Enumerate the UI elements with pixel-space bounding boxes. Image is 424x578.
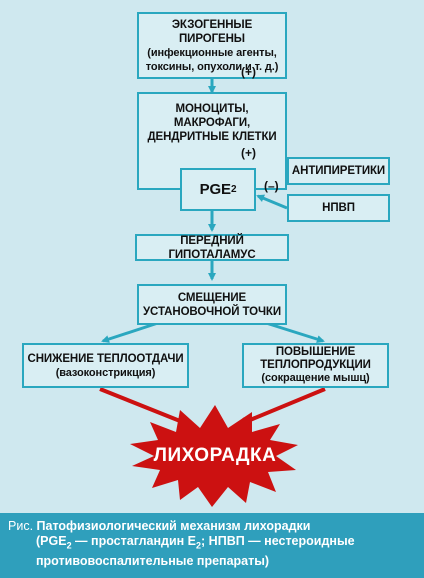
box-antipyretics: АНТИПИРЕТИКИ bbox=[287, 157, 390, 185]
box-heat-loss-reduction: СНИЖЕНИЕ ТЕПЛООТДАЧИ (вазоконстрикция) bbox=[22, 343, 189, 388]
arrow-heatprod-to-fever bbox=[236, 387, 326, 427]
pyrogens-detail-2: токсины, опухоли и т. д.) bbox=[145, 60, 279, 73]
minus-sign: (–) bbox=[264, 179, 279, 193]
setpoint-line-2: УСТАНОВОЧНОЙ ТОЧКИ bbox=[142, 305, 282, 318]
caption-note-line2: противовоспалительные препараты) bbox=[36, 553, 270, 568]
heatprod-line-2: ТЕПЛОПРОДУКЦИИ bbox=[260, 359, 371, 371]
pyrogens-title: ЭКЗОГЕННЫЕ ПИРОГЕНЫ bbox=[171, 18, 253, 45]
heatprod-line-3: (сокращение мышц) bbox=[261, 372, 370, 384]
antipyretics-label: АНТИПИРЕТИКИ bbox=[291, 165, 386, 177]
figure-caption: Рис. Патофизиологический механизм лихора… bbox=[0, 513, 424, 578]
arrow-heatloss-to-fever bbox=[99, 387, 192, 427]
arrow-setpoint-to-heatloss bbox=[101, 321, 159, 343]
cells-line-1: МОНОЦИТЫ, МАКРОФАГИ, bbox=[173, 103, 251, 129]
heatloss-line-2: (вазоконстрикция) bbox=[55, 366, 156, 379]
box-anterior-hypothalamus: ПЕРЕДНИЙ ГИПОТАЛАМУС bbox=[135, 234, 289, 261]
caption-lead: Рис. bbox=[8, 519, 34, 533]
cells-line-2: ДЕНДРИТНЫЕ КЛЕТКИ bbox=[147, 131, 277, 143]
plus-sign-top: (+) bbox=[241, 65, 256, 79]
arrow-setpoint-to-heatprod bbox=[265, 321, 325, 344]
plus-sign-middle: (+) bbox=[241, 146, 256, 160]
pge2-subscript: 2 bbox=[230, 183, 237, 195]
nsaid-label: НПВП bbox=[322, 202, 355, 214]
box-exogenous-pyrogens: ЭКЗОГЕННЫЕ ПИРОГЕНЫ (инфекционные агенты… bbox=[137, 12, 287, 79]
box-nsaid: НПВП bbox=[287, 194, 390, 222]
box-heat-production-increase: ПОВЫШЕНИЕ ТЕПЛОПРОДУКЦИИ (сокращение мыш… bbox=[242, 343, 389, 388]
fever-label: ЛИХОРАДКА bbox=[153, 445, 277, 466]
arrow-nsaid-to-pge2 bbox=[256, 194, 288, 210]
caption-note-part1: (PGE bbox=[36, 534, 67, 548]
hypothalamus-label: ПЕРЕДНИЙ ГИПОТАЛАМУС bbox=[168, 234, 256, 261]
caption-title: Патофизиологический механизм лихорадки bbox=[36, 519, 311, 533]
caption-note-sub2: 2 bbox=[196, 540, 202, 551]
fever-burst-shape bbox=[130, 405, 298, 507]
caption-note-part2: — простагландин E bbox=[71, 534, 197, 548]
caption-note-part3: ; НПВП — нестероидные bbox=[201, 534, 355, 548]
heatprod-line-1: ПОВЫШЕНИЕ bbox=[275, 346, 356, 358]
pge2-label: PGE bbox=[199, 180, 231, 198]
caption-note: (PGE2 — простагландин E2; НПВП — нестеро… bbox=[8, 534, 416, 569]
pyrogens-detail-1: (инфекционные агенты, bbox=[147, 46, 277, 59]
setpoint-line-1: СМЕЩЕНИЕ bbox=[177, 291, 247, 304]
heatloss-line-1: СНИЖЕНИЕ ТЕПЛООТДАЧИ bbox=[27, 352, 184, 365]
box-setpoint-shift: СМЕЩЕНИЕ УСТАНОВОЧНОЙ ТОЧКИ bbox=[137, 284, 287, 325]
caption-note-sub1: 2 bbox=[66, 540, 72, 551]
